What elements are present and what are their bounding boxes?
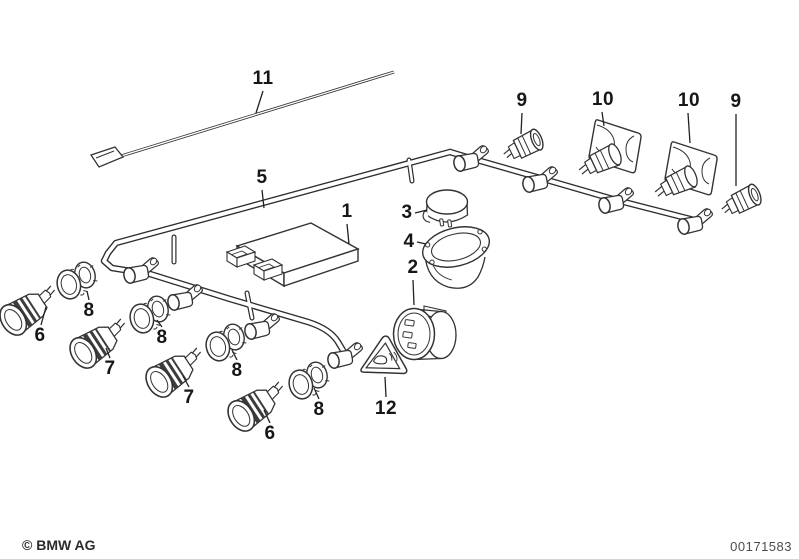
callout-label-10: 10 bbox=[591, 89, 615, 110]
leader-line-9 bbox=[520, 112, 523, 135]
module-connector-tab bbox=[225, 245, 257, 268]
callout-label-7: 7 bbox=[104, 358, 116, 379]
control-module-1 bbox=[225, 222, 360, 288]
leader-line-7 bbox=[182, 375, 190, 388]
mounting-housing-4 bbox=[421, 226, 491, 289]
module-connector-tab bbox=[252, 258, 284, 281]
callout-label-6: 6 bbox=[34, 325, 46, 346]
leader-line-10 bbox=[601, 111, 605, 127]
leader-line-11 bbox=[255, 90, 264, 114]
leader-line-8 bbox=[86, 290, 90, 301]
callout-label-3: 3 bbox=[401, 202, 413, 223]
callout-label-4: 4 bbox=[403, 231, 415, 252]
buzzer-cap-3 bbox=[422, 189, 469, 228]
callout-label-8: 8 bbox=[83, 300, 95, 321]
callout-label-11: 11 bbox=[252, 68, 274, 89]
image-number: 00171583 bbox=[730, 539, 792, 554]
leader-line-3 bbox=[414, 209, 428, 214]
callout-label-5: 5 bbox=[256, 167, 268, 188]
leader-line-8 bbox=[156, 319, 163, 328]
wire-lead-11 bbox=[89, 70, 395, 168]
leader-line-4 bbox=[416, 241, 427, 245]
callout-label-10: 10 bbox=[677, 90, 701, 111]
callout-label-8: 8 bbox=[156, 327, 168, 348]
copyright-text: © BMW AG bbox=[22, 537, 96, 553]
callout-label-7: 7 bbox=[183, 387, 195, 408]
callout-label-1: 1 bbox=[341, 201, 353, 222]
leader-line-6 bbox=[263, 409, 271, 424]
leader-line-1 bbox=[346, 223, 350, 245]
leader-line-5 bbox=[261, 189, 265, 209]
leader-line-6 bbox=[40, 306, 47, 326]
leader-line-10 bbox=[687, 112, 691, 144]
callout-label-8: 8 bbox=[313, 399, 325, 420]
callout-label-12: 12 bbox=[374, 398, 398, 419]
wiring-harness-5 bbox=[100, 144, 714, 371]
callout-label-8: 8 bbox=[231, 360, 243, 381]
warning-triangle-12 bbox=[360, 335, 408, 375]
leader-line-2 bbox=[412, 279, 415, 306]
callout-label-9: 9 bbox=[516, 90, 528, 111]
callout-label-9: 9 bbox=[730, 91, 742, 112]
leader-line-8 bbox=[231, 349, 238, 361]
callout-label-2: 2 bbox=[407, 257, 419, 278]
leader-line-12 bbox=[384, 376, 387, 398]
leader-line-8 bbox=[313, 387, 320, 400]
callout-label-6: 6 bbox=[264, 423, 276, 444]
connector-socket-2 bbox=[392, 305, 457, 361]
leader-line-7 bbox=[105, 347, 111, 359]
